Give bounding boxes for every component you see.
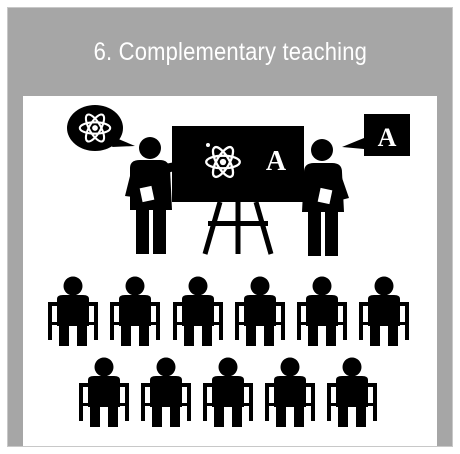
student bbox=[173, 276, 223, 346]
student bbox=[141, 357, 191, 427]
right-band bbox=[437, 96, 452, 446]
left-band bbox=[8, 96, 23, 446]
front-row-students bbox=[48, 276, 409, 346]
speech-bubble-atom bbox=[67, 105, 135, 151]
student bbox=[110, 276, 160, 346]
board-letter-a-icon: A bbox=[266, 146, 287, 177]
student bbox=[327, 357, 377, 427]
student bbox=[265, 357, 315, 427]
teacher-left bbox=[125, 137, 211, 254]
student bbox=[359, 276, 409, 346]
card-title: 6. Complementary teaching bbox=[93, 37, 367, 66]
student bbox=[79, 357, 129, 427]
student bbox=[48, 276, 98, 346]
card-header: 6. Complementary teaching bbox=[8, 8, 452, 96]
letter-a-icon: A bbox=[378, 123, 397, 152]
teacher-right bbox=[296, 139, 349, 256]
speech-bubble-letter: A bbox=[342, 114, 410, 156]
blackboard: A bbox=[172, 126, 304, 255]
student bbox=[203, 357, 253, 427]
student bbox=[235, 276, 285, 346]
student bbox=[297, 276, 347, 346]
topic-card: 6. Complementary teaching bbox=[7, 7, 453, 447]
back-row-students bbox=[79, 357, 377, 427]
